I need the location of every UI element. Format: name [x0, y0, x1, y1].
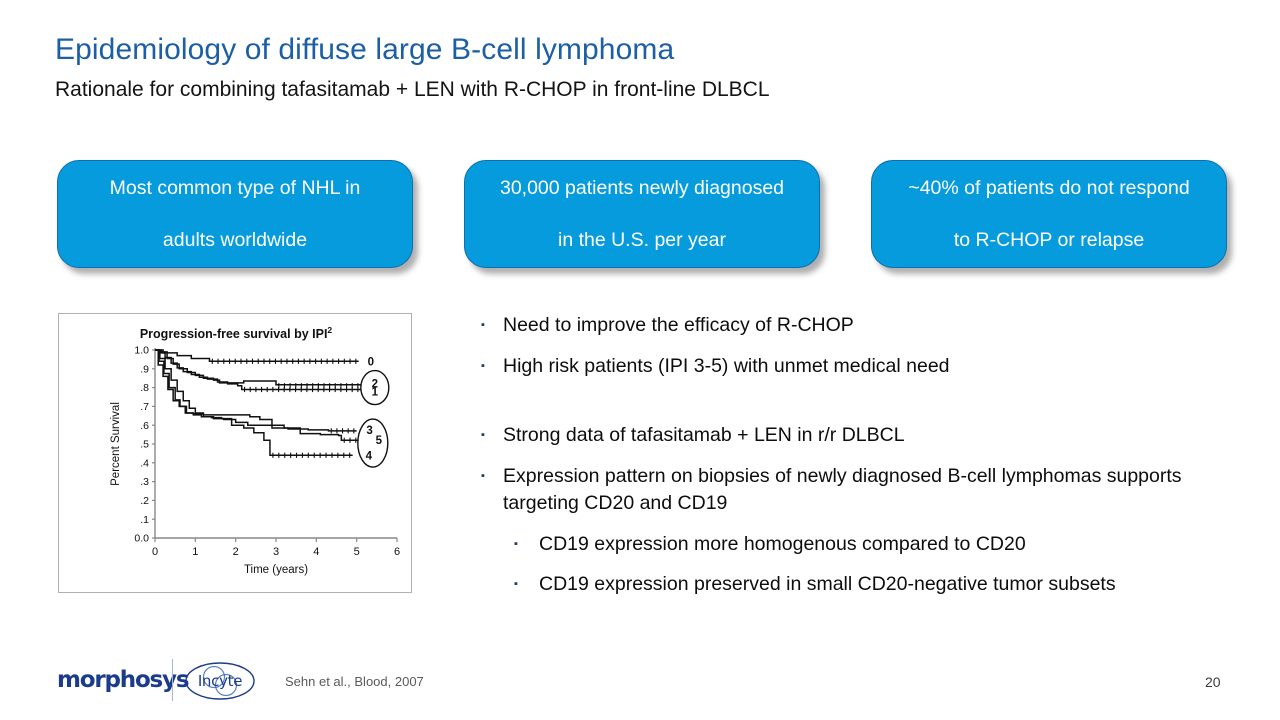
x-tick-label: 2 [233, 546, 239, 558]
y-tick-label: .9 [140, 363, 149, 375]
incyte-logo-mark [185, 662, 255, 700]
curve-label-1: 1 [372, 386, 379, 398]
y-tick-label: 0.0 [134, 533, 149, 545]
bullet-item: ▪ CD19 expression preserved in small CD20… [481, 571, 1241, 598]
bullet-item: ▪ Need to improve the efficacy of R-CHOP [481, 312, 1241, 339]
bullet-marker-icon: ▪ [481, 470, 485, 482]
curve-label-4: 4 [366, 450, 373, 462]
bullet-text: CD19 expression preserved in small CD20-… [539, 573, 1116, 595]
bullet-item: ▪ CD19 expression more homogenous compare… [481, 531, 1241, 558]
x-tick-label: 3 [273, 546, 279, 558]
bullet-text: CD19 expression more homogenous compared… [539, 533, 1026, 555]
callout-box-2-line2: in the U.S. per year [557, 229, 726, 251]
x-tick-label: 6 [394, 546, 400, 558]
callout-box-3-line2: to R-CHOP or relapse [953, 229, 1145, 251]
survival-curve-ipi-0 [155, 349, 359, 363]
chart-title-text: Progression-free survival by IPI [139, 327, 328, 342]
bullet-item: ▪ High risk patients (IPI 3-5) with unmet… [481, 353, 1241, 380]
bullet-list: ▪Need to improve the efficacy of R-CHOP▪… [481, 312, 1241, 611]
callout-box-2: 30,000 patients newly diagnosed in the U… [464, 160, 820, 268]
page-subtitle: Rationale for combining tafasitamab + LE… [55, 78, 770, 101]
y-tick-label: .3 [140, 476, 149, 488]
incyte-logo-text: Incyte [197, 672, 243, 690]
x-tick-label: 5 [354, 546, 360, 558]
callout-box-3: ~40% of patients do not respond to R-CHO… [871, 160, 1227, 268]
citation-text: Sehn et al., Blood, 2007 [285, 674, 424, 689]
chart-title-superscript: 2 [327, 325, 333, 335]
bullet-item: ▪ Strong data of tafasitamab + LEN in r/r… [481, 422, 1241, 449]
y-tick-label: .6 [140, 420, 149, 432]
survival-curve-ipi-5 [155, 349, 359, 441]
callout-box-group: Most common type of NHL in adults worldw… [0, 160, 1280, 280]
chart-title: Progression-free survival by IPI2 [59, 325, 413, 341]
page-number: 20 [1205, 674, 1221, 690]
survival-curve-ipi-2 [155, 349, 362, 386]
morphosys-logo: morphosys [57, 667, 190, 693]
footer-divider [172, 659, 173, 701]
callout-box-2-line1: 30,000 patients newly diagnosed [499, 177, 785, 199]
curve-label-2: 2 [372, 379, 378, 391]
y-tick-label: 1.0 [134, 345, 149, 357]
bullet-marker-icon: ▪ [481, 429, 485, 441]
callout-box-1-line1: Most common type of NHL in [109, 177, 361, 199]
bullet-marker-icon: ▪ [481, 360, 485, 372]
bullet-marker-icon: ▪ [514, 538, 518, 550]
bullet-item: ▪ Expression pattern on biopsies of newly… [481, 463, 1241, 517]
bullet-text: High risk patients (IPI 3-5) with unmet … [503, 355, 950, 377]
callout-box-1-line2: adults worldwide [162, 229, 308, 251]
y-tick-label: .4 [140, 457, 149, 469]
y-tick-label: .8 [140, 382, 149, 394]
y-tick-label: .5 [140, 439, 149, 451]
x-axis-label: Time (years) [244, 564, 308, 576]
curve-label-0: 0 [368, 356, 374, 368]
curve-label-group-354 [357, 418, 389, 468]
page-title: Epidemiology of diffuse large B-cell lym… [55, 33, 675, 66]
bullet-text: Expression pattern on biopsies of newly … [503, 465, 1182, 514]
y-tick-label: .1 [140, 514, 149, 526]
y-axis-label: Percent Survival [110, 402, 122, 486]
callout-box-1: Most common type of NHL in adults worldw… [57, 160, 413, 268]
curve-label-3: 3 [366, 425, 372, 437]
y-tick-label: .2 [140, 495, 149, 507]
incyte-logo: Incyte [184, 661, 256, 701]
bullet-marker-icon: ▪ [514, 578, 518, 590]
bullet-marker-icon: ▪ [481, 319, 485, 331]
curve-label-group-21 [360, 369, 390, 406]
slide-footer: morphosys Incyte Sehn et al., Blood, 200… [0, 655, 1280, 715]
bullet-text: Strong data of tafasitamab + LEN in r/r … [503, 424, 905, 446]
x-tick-label: 4 [313, 546, 319, 558]
y-tick-label: .7 [140, 401, 149, 413]
survival-curve-ipi-4 [155, 349, 353, 457]
x-tick-label: 0 [152, 546, 158, 558]
x-tick-label: 1 [192, 546, 198, 558]
callout-box-3-line1: ~40% of patients do not respond [908, 177, 1190, 199]
survival-chart-panel: Progression-free survival by IPI2 0.0.1.… [58, 313, 412, 593]
bullet-spacer [481, 394, 1241, 422]
bullet-text: Need to improve the efficacy of R-CHOP [503, 314, 854, 336]
curve-label-5: 5 [376, 435, 383, 447]
